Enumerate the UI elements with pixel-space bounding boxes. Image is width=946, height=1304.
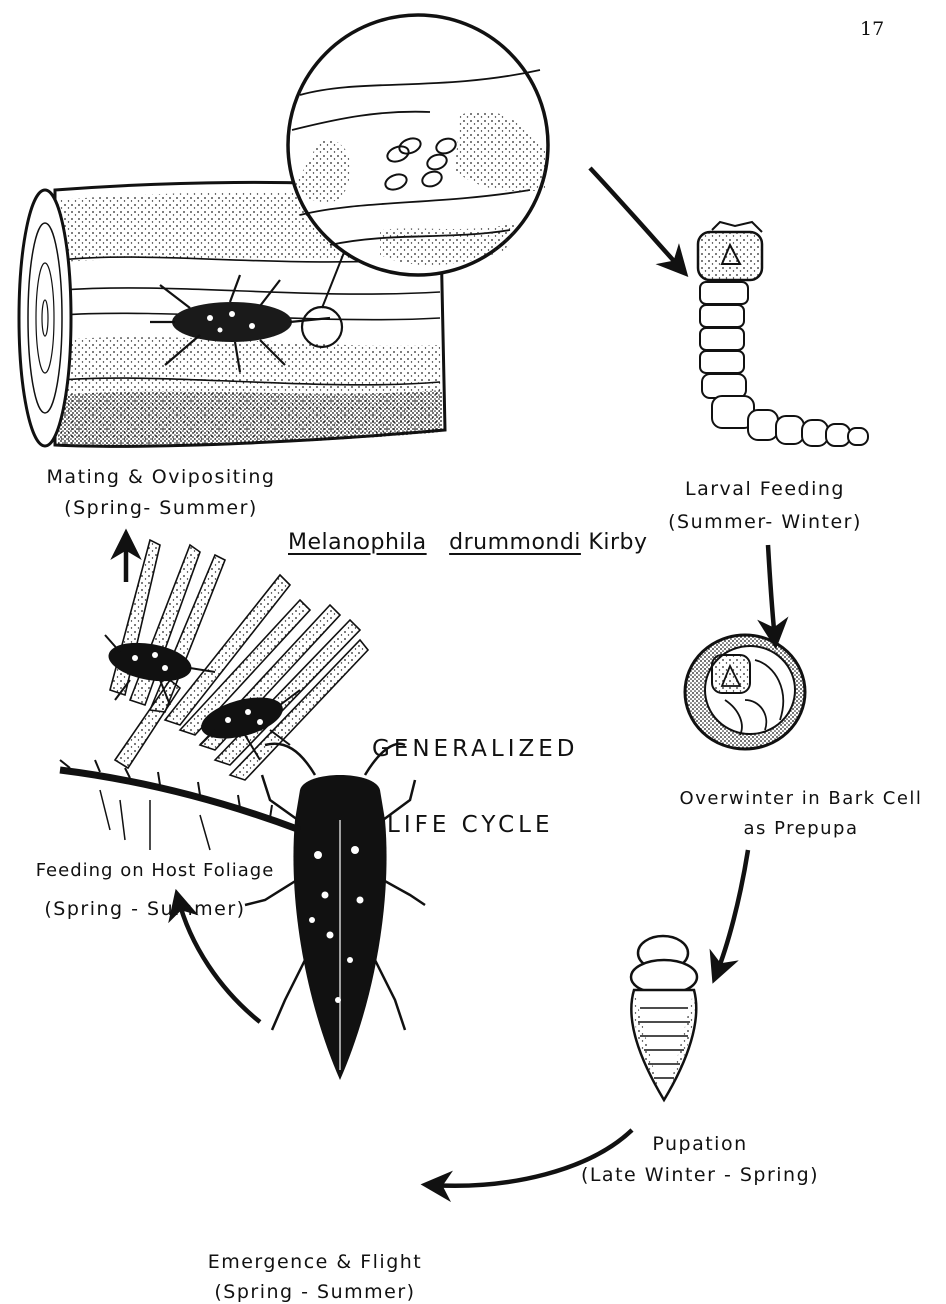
- species-epithet: drummondi: [449, 530, 581, 555]
- stage-mating-name: Mating & Ovipositing: [0, 466, 322, 488]
- stage-feeding-name: Feeding on Host Foliage: [10, 860, 300, 881]
- arrow-prepupa-to-pupa: [716, 850, 748, 975]
- diagram-title-line1: GENERALIZED: [372, 736, 578, 762]
- stage-mating-season: (Spring- Summer): [0, 497, 322, 519]
- arrow-eggs-to-larva: [590, 168, 682, 270]
- species-genus: Melanophila: [288, 530, 427, 555]
- stage-emergence-name: Emergence & Flight: [180, 1251, 450, 1273]
- diagram-title-line2: LIFE CYCLE: [387, 812, 554, 838]
- prepupa-cell-icon: [685, 635, 805, 749]
- stage-overwinter-name: Overwinter in Bark Cell: [656, 788, 946, 809]
- species-author: Kirby: [588, 530, 647, 555]
- species-name: Melanophila drummondi Kirby: [288, 530, 648, 555]
- larva-icon: [698, 222, 868, 446]
- page-number: 17: [860, 18, 884, 40]
- stage-larval-season: (Summer- Winter): [640, 511, 890, 533]
- pupa-icon: [631, 936, 697, 1100]
- stage-feeding-season: (Spring - Summer): [10, 898, 280, 920]
- stage-emergence-season: (Spring - Summer): [180, 1281, 450, 1303]
- stage-overwinter-season: as Prepupa: [656, 818, 946, 839]
- stage-pupation-name: Pupation: [590, 1133, 810, 1155]
- arrow-larva-to-prepupa: [768, 545, 775, 640]
- stage-larval-name: Larval Feeding: [640, 478, 890, 500]
- stage-pupation-season: (Late Winter - Spring): [555, 1164, 845, 1186]
